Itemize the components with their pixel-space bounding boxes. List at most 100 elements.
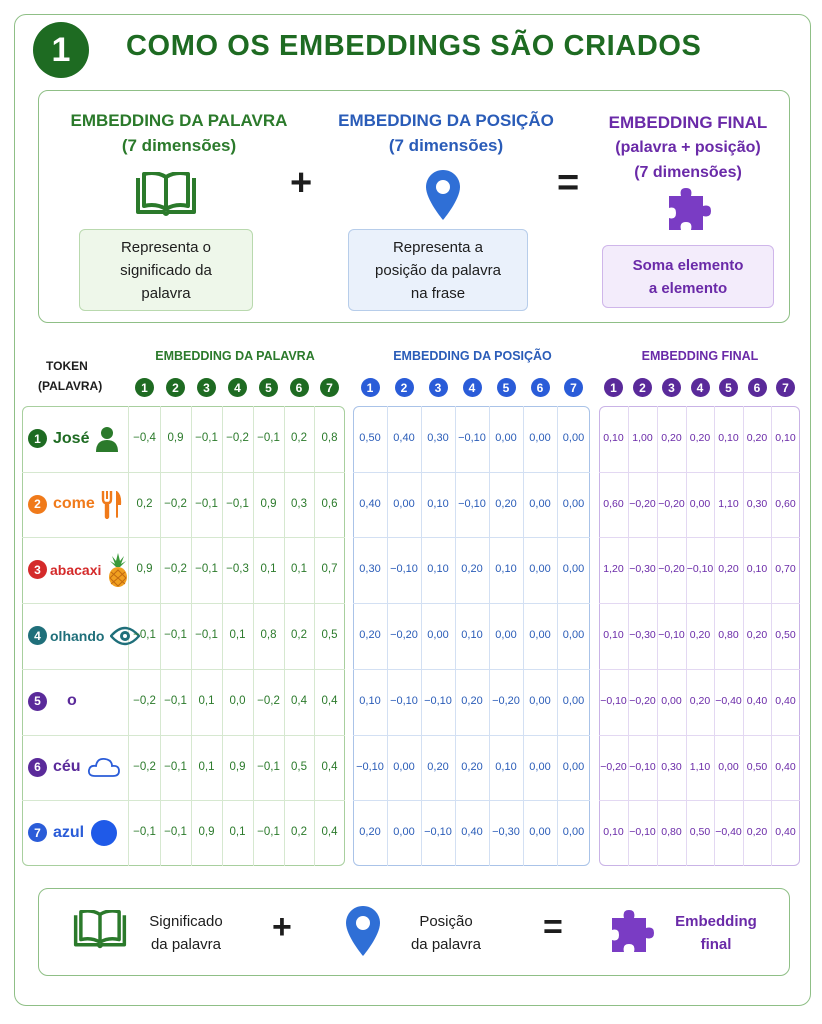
cell-final-dim-5: 1,10 <box>718 497 739 510</box>
row-divider <box>353 800 590 802</box>
summary-word-text: Significado da palavra <box>134 910 238 956</box>
summary-line: da palavra <box>410 936 482 953</box>
cell-position-dim-7: 0,00 <box>562 432 585 444</box>
position-embedding-heading: EMBEDDING DA POSIÇÃO (7 dimensões) <box>330 108 562 158</box>
dimension-badge-position-3: 3 <box>428 378 448 397</box>
cell-position-dim-2: −0,10 <box>390 694 418 707</box>
cell-position-dim-4: 0,40 <box>461 826 483 839</box>
cell-final-dim-7: 0,40 <box>775 826 796 839</box>
cell-final-dim-3: 0,30 <box>661 760 682 773</box>
cell-word-dim-6: 0,4 <box>291 694 307 707</box>
cell-position-dim-1: 0,40 <box>359 497 381 510</box>
token-number-badge: 6 <box>28 757 47 777</box>
outer-frame <box>14 14 811 1006</box>
final-embedding-heading: EMBEDDING FINAL (palavra + posição) (7 d… <box>596 110 780 185</box>
cell-final-dim-3: −0,20 <box>658 497 685 510</box>
cell-position-dim-7: 0,00 <box>562 826 585 839</box>
desc-line: Soma elemento <box>632 256 744 274</box>
dimension-badge-final-1: 1 <box>604 378 623 397</box>
cell-position-dim-5: 0,00 <box>495 432 517 444</box>
cell-position-dim-2: 0,40 <box>393 432 415 444</box>
cell-final-dim-6: 0,20 <box>746 432 768 444</box>
cell-final-dim-2: 1,00 <box>632 432 653 444</box>
cell-position-dim-2: 0,00 <box>393 497 415 510</box>
dimension-badge-position-1: 1 <box>360 378 380 397</box>
cell-word-dim-2: −0,2 <box>164 563 187 576</box>
word-embedding-heading: EMBEDDING DA PALAVRA (7 dimensões) <box>58 108 300 158</box>
cloud-icon <box>87 756 121 778</box>
page-title: COMO OS EMBEDDINGS SÃO CRIADOS <box>126 30 702 62</box>
cell-word-dim-3: −0,1 <box>195 563 218 576</box>
cell-word-dim-4: 0,1 <box>229 629 246 642</box>
open-book-icon <box>134 171 198 223</box>
cell-position-dim-6: 0,00 <box>529 432 551 444</box>
cell-word-dim-7: 0,4 <box>321 826 338 839</box>
cell-final-dim-6: 0,40 <box>746 694 768 707</box>
desc-line: palavra <box>141 284 191 302</box>
cell-position-dim-5: 0,10 <box>495 563 517 576</box>
dimension-badge-position-5: 5 <box>496 378 516 397</box>
cell-word-dim-4: −0,1 <box>226 497 249 510</box>
cell-final-dim-3: −0,10 <box>658 629 685 642</box>
row-divider <box>22 800 345 802</box>
cell-position-dim-6: 0,00 <box>529 497 551 510</box>
token-word: abacaxi <box>50 561 102 578</box>
cell-word-dim-4: −0,3 <box>226 563 249 576</box>
summary-equals-operator: = <box>543 908 563 946</box>
final-embedding-panel <box>599 406 800 866</box>
cell-word-dim-6: 0,1 <box>291 563 307 576</box>
cell-position-dim-6: 0,00 <box>529 760 551 773</box>
cell-position-dim-5: −0,30 <box>492 826 520 839</box>
dimension-badge-position-4: 4 <box>462 378 482 397</box>
cell-word-dim-6: 0,2 <box>291 826 307 839</box>
cell-word-dim-7: 0,7 <box>321 563 338 576</box>
column-divider <box>489 406 490 866</box>
cell-word-dim-5: −0,1 <box>257 432 280 444</box>
dimension-badge-word-5: 5 <box>259 378 278 397</box>
cell-word-dim-5: −0,1 <box>257 826 280 839</box>
cell-word-dim-2: −0,1 <box>164 694 187 707</box>
desc-line: Representa o <box>120 238 212 256</box>
row-divider <box>353 537 590 539</box>
cell-final-dim-6: 0,50 <box>746 760 768 773</box>
cell-position-dim-2: 0,00 <box>393 826 415 839</box>
cell-position-dim-6: 0,00 <box>529 563 551 576</box>
desc-line: Representa a <box>392 238 484 256</box>
cell-final-dim-2: −0,20 <box>629 694 656 707</box>
final-embedding-subtitle-dims: (7 dimensões) <box>634 164 742 181</box>
row-divider <box>353 471 590 473</box>
token-word: José <box>53 429 90 447</box>
cell-position-dim-1: 0,20 <box>359 826 381 839</box>
cell-word-dim-3: −0,1 <box>195 629 218 642</box>
cell-position-dim-3: 0,20 <box>427 760 449 773</box>
cell-position-dim-1: −0,10 <box>356 760 384 773</box>
equals-operator: = <box>557 162 580 204</box>
cell-final-dim-7: 0,10 <box>775 432 796 444</box>
cell-final-dim-6: 0,30 <box>746 497 768 510</box>
cell-word-dim-2: −0,1 <box>164 826 187 839</box>
token-word: come <box>53 495 95 513</box>
dimension-badge-word-7: 7 <box>320 378 339 397</box>
desc-line: significado da <box>120 261 212 279</box>
puzzle-piece-icon <box>665 186 715 239</box>
cell-word-dim-4: −0,2 <box>226 432 249 444</box>
cell-position-dim-2: −0,10 <box>390 563 418 576</box>
dimension-badge-position-2: 2 <box>394 378 414 397</box>
cell-final-dim-4: 1,10 <box>689 760 711 773</box>
cell-position-dim-5: 0,10 <box>495 760 517 773</box>
cell-position-dim-3: 0,00 <box>427 629 449 642</box>
cell-final-dim-1: 0,10 <box>603 826 624 839</box>
plus-operator: + <box>290 162 313 204</box>
cell-final-dim-5: 0,80 <box>718 629 739 642</box>
cell-word-dim-1: −0,1 <box>133 826 156 839</box>
cell-final-dim-4: 0,00 <box>689 497 711 510</box>
dimension-badge-position-6: 6 <box>530 378 550 397</box>
row-divider <box>353 734 590 736</box>
token-number-badge: 1 <box>28 429 47 448</box>
cell-position-dim-3: −0,10 <box>424 826 452 839</box>
row-divider <box>22 603 345 605</box>
cell-position-dim-5: 0,00 <box>495 629 517 642</box>
cell-final-dim-5: 0,00 <box>718 760 739 773</box>
